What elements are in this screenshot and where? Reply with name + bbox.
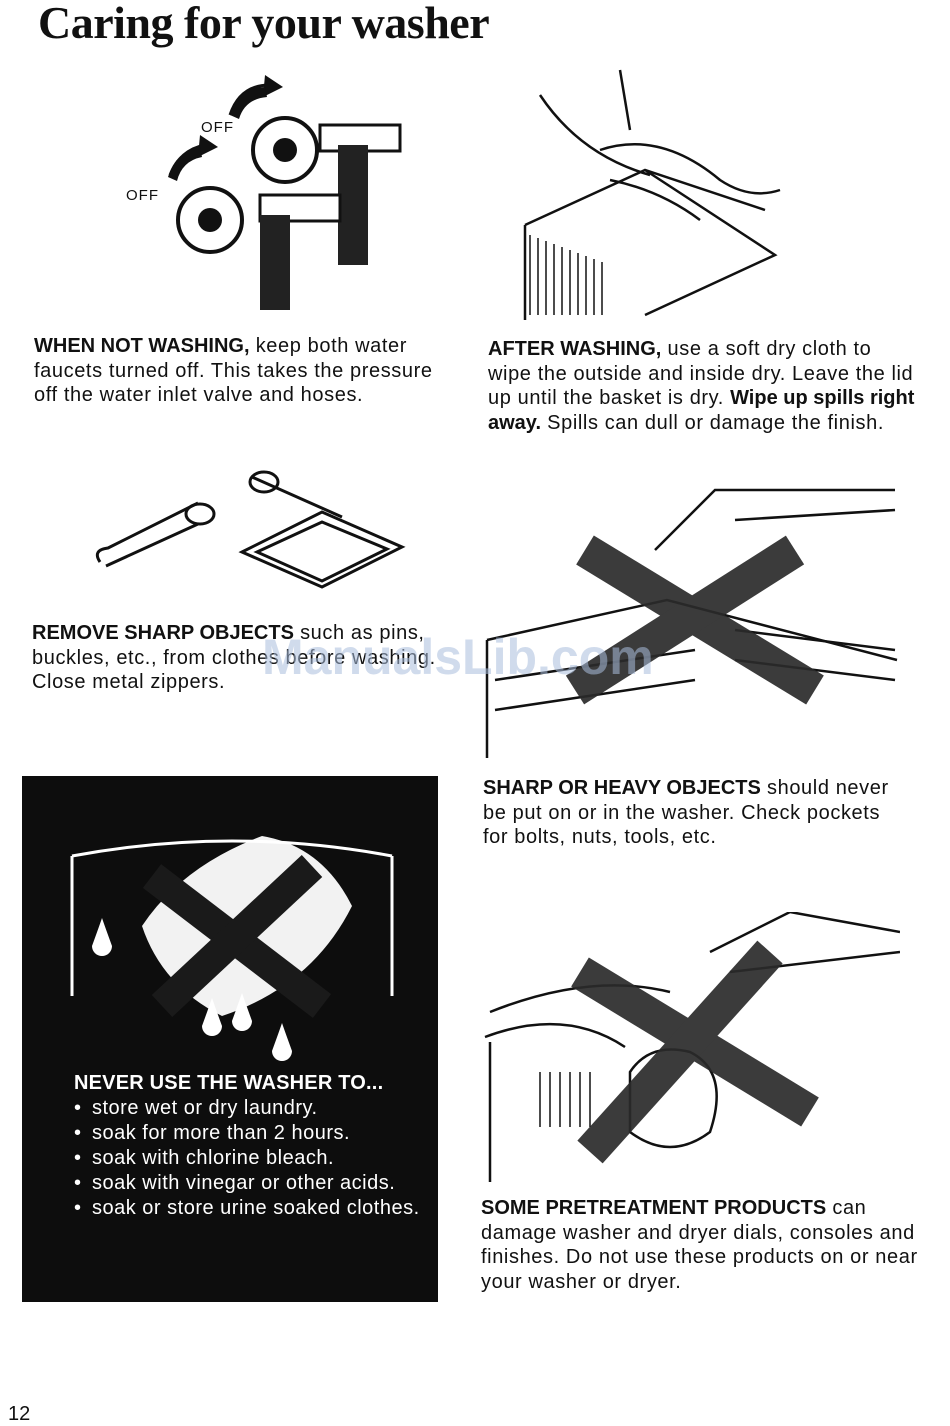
never-use-item: •soak for more than 2 hours. <box>74 1122 351 1144</box>
wiping-illustration <box>523 69 781 320</box>
never-use-warning-box: NEVER USE THE WASHER TO... •store wet or… <box>22 776 438 1302</box>
after-washing-heading: AFTER WASHING, <box>488 338 662 360</box>
faucets-instructions: WHEN NOT WASHING, keep both water faucet… <box>34 334 454 408</box>
pin-buckle-illustration <box>95 470 406 589</box>
faucet-off-label-1: OFF <box>201 119 234 136</box>
never-use-list: •store wet or dry laundry. •soak for mor… <box>74 1096 424 1221</box>
pretreatment-instructions: SOME PRETREATMENT PRODUCTS can damage wa… <box>481 1196 921 1294</box>
after-washing-body: use a soft dry cloth to wipe the outside… <box>488 338 914 410</box>
heavy-objects-heading: SHARP OR HEAVY OBJECTS <box>483 777 761 799</box>
sharp-objects-heading: REMOVE SHARP OBJECTS <box>32 622 294 644</box>
wipe-spills-heading: Wipe up spills right away. <box>488 387 915 434</box>
faucets-body: keep both water faucets turned off. This… <box>34 335 433 407</box>
never-use-item: •soak with vinegar or other acids. <box>74 1172 396 1194</box>
pretreatment-heading: SOME PRETREATMENT PRODUCTS <box>481 1197 827 1219</box>
faucets-illustration <box>168 75 402 310</box>
never-use-item: •soak with chlorine bleach. <box>74 1147 335 1169</box>
heavy-objects-body: should never be put on or in the washer.… <box>483 777 889 849</box>
heavy-objects-instructions: SHARP OR HEAVY OBJECTS should never be p… <box>483 776 903 850</box>
sharp-objects-instructions: REMOVE SHARP OBJECTS such as pins, buckl… <box>32 621 457 695</box>
page-number: 12 <box>8 1403 31 1425</box>
never-use-heading: NEVER USE THE WASHER TO... <box>74 1072 384 1094</box>
heavy-objects-illustration <box>485 488 898 758</box>
page-title: Caring for your washer <box>38 0 490 48</box>
never-use-item: •soak or store urine soaked clothes. <box>74 1197 420 1219</box>
soaking-laundry-illustration <box>70 836 394 1061</box>
sharp-objects-body: such as pins, buckles, etc., from clothe… <box>32 622 436 694</box>
pretreatment-body: can damage washer and dryer dials, conso… <box>481 1197 918 1293</box>
wipe-spills-body: Spills can dull or damage the finish. <box>541 411 884 434</box>
never-use-item: •store wet or dry laundry. <box>74 1097 318 1119</box>
faucet-off-label-2: OFF <box>126 187 159 204</box>
watermark-text: ManualsLib.com <box>262 629 654 685</box>
never-use-list-block: NEVER USE THE WASHER TO... •store wet or… <box>74 1071 424 1221</box>
spray-bottle-illustration <box>484 912 900 1182</box>
faucets-heading: WHEN NOT WASHING, <box>34 335 250 357</box>
after-washing-instructions: AFTER WASHING, use a soft dry cloth to w… <box>488 337 918 435</box>
